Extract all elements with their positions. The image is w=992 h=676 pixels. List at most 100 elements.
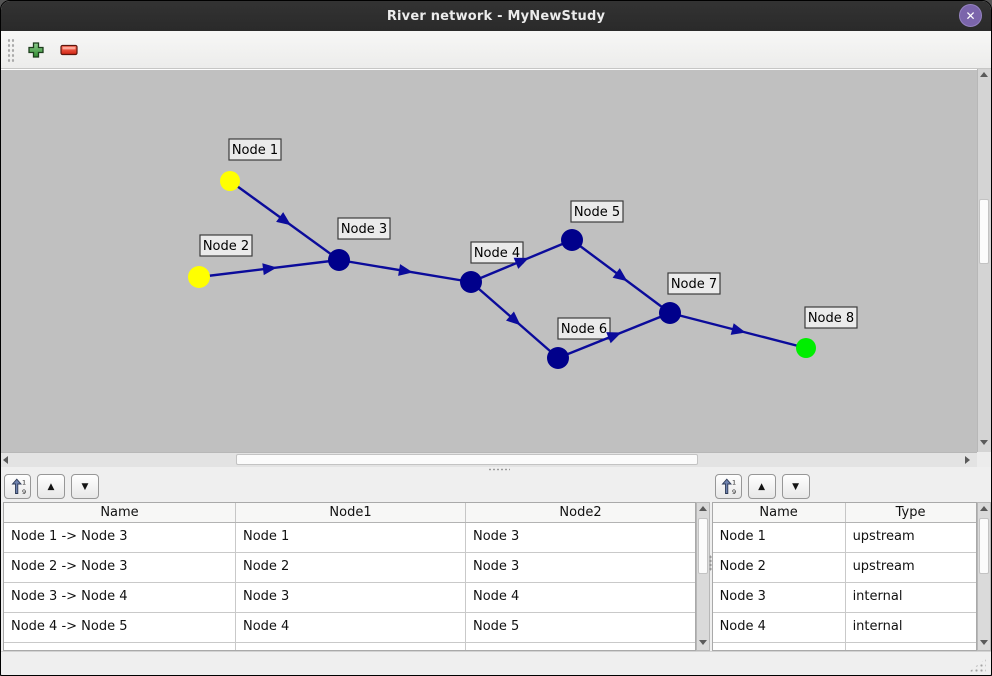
move-up-button[interactable]: ▲ bbox=[37, 474, 65, 499]
table-cell: Node 2 bbox=[236, 553, 466, 582]
scroll-right-icon[interactable] bbox=[965, 456, 970, 464]
scroll-up-icon[interactable] bbox=[699, 506, 707, 511]
network-node[interactable] bbox=[796, 338, 816, 358]
node-label[interactable]: Node 3 bbox=[337, 217, 391, 240]
table-cell: Node 3 bbox=[473, 529, 520, 544]
network-node[interactable] bbox=[659, 302, 681, 324]
tables-area: 1 9 ▲ ▼ Name Node1 Node2 Node 1 -> Node … bbox=[1, 471, 991, 651]
node-label[interactable]: Node 7 bbox=[667, 272, 721, 295]
table-row[interactable]: Node 3 internal bbox=[712, 583, 976, 613]
table-cell: upstream bbox=[852, 529, 915, 544]
edge-arrow-icon bbox=[513, 257, 529, 269]
table-cell: Node 3 bbox=[236, 583, 466, 612]
column-header[interactable]: Node2 bbox=[559, 505, 602, 520]
edges-table-vscrollbar[interactable] bbox=[696, 502, 710, 651]
scroll-up-icon[interactable] bbox=[979, 506, 988, 511]
up-triangle-icon: ▲ bbox=[758, 481, 766, 492]
canvas-vscrollbar[interactable] bbox=[977, 69, 991, 452]
nodes-table-vscrollbar[interactable] bbox=[976, 502, 991, 651]
titlebar[interactable]: River network - MyNewStudy ✕ bbox=[1, 1, 991, 31]
network-node[interactable] bbox=[188, 266, 210, 288]
down-triangle-icon: ▼ bbox=[792, 481, 800, 492]
plus-icon bbox=[28, 41, 44, 58]
sort-button[interactable]: 1 9 bbox=[4, 474, 31, 499]
node-label-text: Node 7 bbox=[671, 277, 717, 292]
table-cell: Node 4 bbox=[713, 613, 846, 642]
network-node[interactable] bbox=[460, 271, 482, 293]
scroll-down-icon[interactable] bbox=[699, 640, 707, 645]
horizontal-splitter[interactable] bbox=[1, 467, 991, 471]
down-triangle-icon: ▼ bbox=[81, 481, 89, 492]
sort-button[interactable]: 1 9 bbox=[714, 474, 742, 499]
close-button[interactable]: ✕ bbox=[959, 4, 982, 27]
column-header[interactable]: Name bbox=[4, 503, 236, 522]
table-cell: upstream bbox=[852, 559, 915, 574]
scrollbar-corner bbox=[977, 452, 991, 467]
move-down-button[interactable]: ▼ bbox=[781, 474, 810, 499]
network-canvas[interactable]: Node 1 Node 2 Node 3 Node 4 Node 5 Node 6 Node… bbox=[1, 69, 977, 452]
panel-splitter[interactable] bbox=[709, 555, 712, 571]
toolbar-drag-handle[interactable] bbox=[6, 36, 15, 63]
network-node[interactable] bbox=[561, 229, 583, 251]
node-label[interactable]: Node 6 bbox=[557, 317, 611, 340]
table-row-partial[interactable] bbox=[712, 643, 976, 650]
scroll-down-icon[interactable] bbox=[979, 640, 988, 645]
table-cell: Node 4 bbox=[473, 589, 520, 604]
canvas-hscroll-thumb[interactable] bbox=[236, 454, 698, 465]
scroll-up-icon[interactable] bbox=[980, 72, 988, 77]
table-cell: Node 1 bbox=[236, 523, 466, 552]
nodes-scroll-thumb[interactable] bbox=[978, 518, 989, 574]
svg-text:1: 1 bbox=[732, 479, 736, 487]
network-svg: Node 1 Node 2 Node 3 Node 4 Node 5 Node 6 Node… bbox=[188, 138, 858, 369]
node-label-text: Node 4 bbox=[474, 246, 520, 261]
table-row-partial[interactable] bbox=[4, 643, 695, 650]
table-cell: internal bbox=[852, 589, 903, 604]
node-label[interactable]: Node 4 bbox=[470, 241, 524, 264]
table-cell: Node 3 bbox=[713, 583, 846, 612]
column-header[interactable]: Name bbox=[713, 503, 846, 522]
close-icon: ✕ bbox=[965, 8, 976, 23]
move-up-button[interactable]: ▲ bbox=[747, 474, 776, 499]
add-node-button[interactable] bbox=[23, 37, 49, 63]
scroll-left-icon[interactable] bbox=[3, 456, 8, 464]
network-node[interactable] bbox=[328, 249, 350, 271]
resize-grip-icon[interactable] bbox=[969, 658, 986, 672]
edge-arrow-icon bbox=[730, 323, 746, 335]
main-toolbar bbox=[1, 31, 991, 69]
column-header[interactable]: Type bbox=[895, 505, 926, 520]
network-node[interactable] bbox=[220, 171, 240, 191]
edges-scroll-thumb[interactable] bbox=[698, 518, 708, 574]
node-label[interactable]: Node 5 bbox=[570, 200, 624, 223]
column-header[interactable]: Node1 bbox=[236, 503, 466, 522]
network-node[interactable] bbox=[547, 347, 569, 369]
table-cell: Node 4 bbox=[236, 613, 466, 642]
node-label[interactable]: Node 2 bbox=[199, 234, 253, 257]
remove-node-button[interactable] bbox=[56, 37, 82, 63]
move-down-button[interactable]: ▼ bbox=[71, 474, 99, 499]
canvas-area: Node 1 Node 2 Node 3 Node 4 Node 5 Node 6 Node… bbox=[1, 69, 991, 467]
node-label[interactable]: Node 8 bbox=[804, 306, 858, 329]
nodes-toolbar: 1 9 ▲ ▼ bbox=[714, 473, 816, 500]
edge-arrow-icon bbox=[612, 268, 628, 282]
canvas-hscrollbar[interactable] bbox=[1, 452, 977, 467]
scroll-down-icon[interactable] bbox=[980, 440, 988, 445]
node-label-text: Node 3 bbox=[341, 222, 387, 237]
node-label-text: Node 5 bbox=[574, 205, 620, 220]
edges-table-header: Name Node1 Node2 bbox=[4, 503, 695, 523]
canvas-vscroll-thumb[interactable] bbox=[979, 199, 989, 264]
edge-arrow-icon bbox=[506, 311, 521, 326]
node-label[interactable]: Node 1 bbox=[228, 138, 282, 161]
edge-arrow-icon bbox=[276, 212, 291, 226]
edges-toolbar: 1 9 ▲ ▼ bbox=[4, 473, 105, 500]
